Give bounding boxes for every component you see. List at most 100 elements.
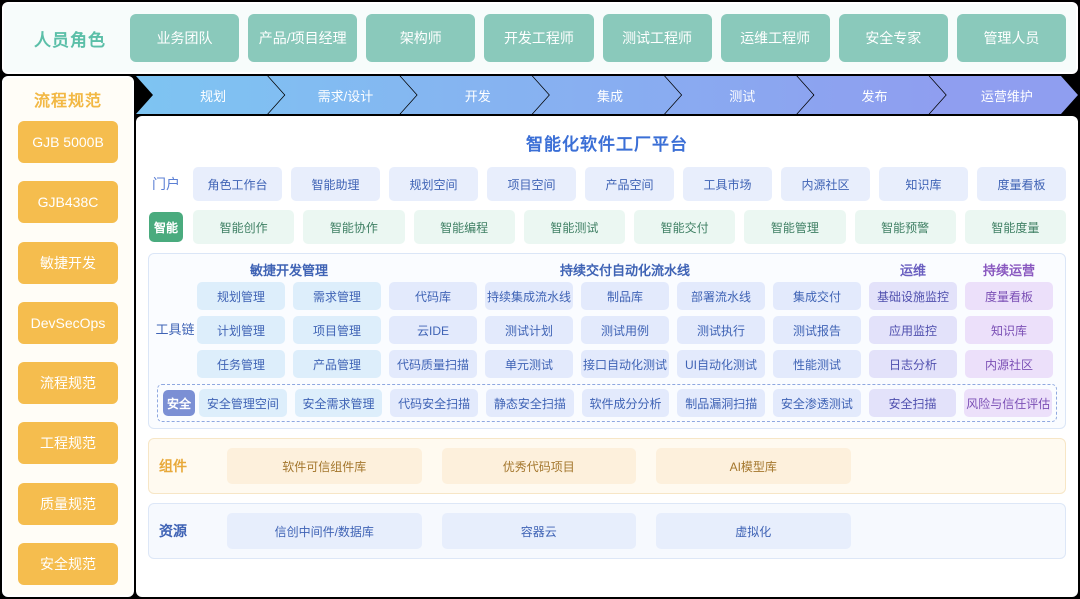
toolchain-chip[interactable]: 制品库: [581, 282, 669, 310]
security-chip[interactable]: 安全管理空间: [199, 389, 287, 417]
toolchain-chip[interactable]: 内源社区: [965, 350, 1053, 378]
toolchain-chip[interactable]: 单元测试: [485, 350, 573, 378]
portal-item-1[interactable]: 智能助理: [291, 167, 380, 201]
phase-6[interactable]: 运营维护: [930, 76, 1078, 114]
security-chip[interactable]: 安全需求管理: [294, 389, 383, 417]
phase-4[interactable]: 测试: [665, 76, 813, 114]
portal-item-4[interactable]: 产品空间: [585, 167, 674, 201]
toolchain-chip[interactable]: 应用监控: [869, 316, 957, 344]
intelligent-item-0[interactable]: 智能创作: [193, 210, 295, 244]
security-chip[interactable]: 软件成分分析: [581, 389, 670, 417]
portal-item-6[interactable]: 内源社区: [781, 167, 870, 201]
security-chip[interactable]: 制品漏洞扫描: [677, 389, 766, 417]
role-chip-7[interactable]: 管理人员: [956, 14, 1066, 62]
phase-label: 运营维护: [980, 88, 1033, 104]
resource-item-slot-2: 虚拟化: [646, 513, 861, 549]
intelligent-item-5[interactable]: 智能管理: [744, 210, 846, 244]
toolchain-chip[interactable]: 代码库: [389, 282, 477, 310]
components-items: 软件可信组件库优秀代码项目 AI模型库: [217, 448, 1055, 484]
security-chip[interactable]: 安全渗透测试: [773, 389, 861, 417]
phase-3[interactable]: 集成: [533, 76, 681, 114]
toolchain-chip[interactable]: 产品管理: [293, 350, 381, 378]
toolchain-chip[interactable]: 需求管理: [293, 282, 381, 310]
toolchain-chip[interactable]: 任务管理: [197, 350, 285, 378]
phase-label: 测试: [729, 88, 756, 104]
portal-item-0[interactable]: 角色工作台: [193, 167, 282, 201]
security-chip[interactable]: 风险与信任评估: [964, 389, 1053, 417]
component-item-1[interactable]: 优秀代码项目: [441, 448, 636, 484]
resource-item-2[interactable]: 虚拟化: [656, 513, 851, 549]
component-item-2[interactable]: AI模型库: [656, 448, 851, 484]
sidebar-item-6[interactable]: 质量规范: [18, 482, 118, 525]
portal-item-3[interactable]: 项目空间: [487, 167, 576, 201]
role-chip-3[interactable]: 开发工程师: [484, 14, 594, 62]
toolchain-header-cd: 持续交付自动化流水线: [559, 263, 690, 278]
toolchain-chip[interactable]: 基础设施监控: [869, 282, 957, 310]
sidebar-item-2[interactable]: 敏捷开发: [18, 241, 118, 284]
resource-item-slot-1: 容器云: [432, 513, 647, 549]
intelligent-item-6[interactable]: 智能预警: [854, 210, 956, 244]
sidebar-item-1[interactable]: GJB438C: [18, 181, 118, 224]
toolchain-chip[interactable]: 接口自动化测试: [581, 350, 669, 378]
toolchain-chip[interactable]: 代码质量扫描: [389, 350, 477, 378]
resource-item-0[interactable]: 信创中间件/数据库: [227, 513, 422, 549]
role-chip-0[interactable]: 业务团队: [130, 14, 240, 62]
toolchain-chip[interactable]: 测试计划: [485, 316, 573, 344]
toolchain-chip[interactable]: 测试报告: [773, 316, 861, 344]
portal-item-7[interactable]: 知识库: [879, 167, 968, 201]
toolchain-chip[interactable]: 测试用例: [581, 316, 669, 344]
toolchain-chip[interactable]: 日志分析: [869, 350, 957, 378]
intelligent-item-3[interactable]: 智能测试: [523, 210, 625, 244]
phase-5[interactable]: 发布: [797, 76, 945, 114]
phase-1[interactable]: 需求/设计: [268, 76, 416, 114]
sidebar-item-7[interactable]: 安全规范: [18, 542, 118, 585]
phase-2[interactable]: 开发: [401, 76, 549, 114]
resource-item-1[interactable]: 容器云: [441, 513, 636, 549]
role-chip-5[interactable]: 运维工程师: [720, 14, 830, 62]
intelligent-item-4[interactable]: 智能交付: [634, 210, 736, 244]
toolchain-slot: 测试计划: [481, 316, 577, 344]
toolchain-slot: 代码质量扫描: [385, 350, 481, 378]
toolchain-block: 敏捷开发管理持续交付自动化流水线运维持续运营 工具链 规划管理需求管理代码库持续…: [148, 253, 1066, 429]
toolchain-chip[interactable]: 性能测试: [773, 350, 861, 378]
portal-item-8[interactable]: 度量看板: [977, 167, 1066, 201]
portal-item-2[interactable]: 规划空间: [389, 167, 478, 201]
toolchain-header-agile: 敏捷开发管理: [249, 263, 328, 278]
toolchain-chip[interactable]: 度量看板: [965, 282, 1053, 310]
role-chip-2[interactable]: 架构师: [366, 14, 476, 62]
toolchain-chip[interactable]: 部署流水线: [677, 282, 765, 310]
intelligent-item-2[interactable]: 智能编程: [413, 210, 515, 244]
toolchain-chip[interactable]: 项目管理: [293, 316, 381, 344]
intelligent-item-1[interactable]: 智能协作: [303, 210, 405, 244]
toolchain-chip[interactable]: UI自动化测试: [677, 350, 765, 378]
toolchain-slot: 测试报告: [769, 316, 865, 344]
role-chip-4[interactable]: 测试工程师: [602, 14, 712, 62]
portal-item-5[interactable]: 工具市场: [683, 167, 772, 201]
lifecycle-phases: 规划需求/设计开发集成 测试 发布 运营维护: [136, 76, 1078, 114]
component-item-0[interactable]: 软件可信组件库: [227, 448, 422, 484]
sidebar-item-5[interactable]: 工程规范: [18, 422, 118, 465]
sidebar-item-3[interactable]: DevSecOps: [18, 301, 118, 344]
toolchain-chip[interactable]: 云IDE: [389, 316, 477, 344]
security-chip[interactable]: 静态安全扫描: [486, 389, 574, 417]
toolchain-chip[interactable]: 测试执行: [677, 316, 765, 344]
toolchain-chip[interactable]: 计划管理: [197, 316, 285, 344]
toolchain-slot: 计划管理: [193, 316, 289, 344]
toolchain-chip[interactable]: 规划管理: [197, 282, 285, 310]
toolchain-chip[interactable]: 集成交付: [773, 282, 861, 310]
sidebar-item-4[interactable]: 流程规范: [18, 362, 118, 405]
toolchain-chip[interactable]: 持续集成流水线: [485, 282, 573, 310]
role-chip-1[interactable]: 产品/项目经理: [248, 14, 358, 62]
toolchain-grid: 工具链 规划管理需求管理代码库持续集成流水线制品库部署流水线集成交付基础设施监控…: [155, 282, 1057, 378]
toolchain-chip[interactable]: 知识库: [965, 316, 1053, 344]
intelligent-item-7[interactable]: 智能度量: [964, 210, 1066, 244]
security-chip[interactable]: 安全扫描: [868, 389, 957, 417]
role-chip-6[interactable]: 安全专家: [838, 14, 948, 62]
sidebar-item-0[interactable]: GJB 5000B: [18, 121, 118, 163]
security-chip[interactable]: 代码安全扫描: [390, 389, 479, 417]
resource-item-slot-0: 信创中间件/数据库: [217, 513, 432, 549]
phase-0[interactable]: 规划: [136, 76, 284, 114]
